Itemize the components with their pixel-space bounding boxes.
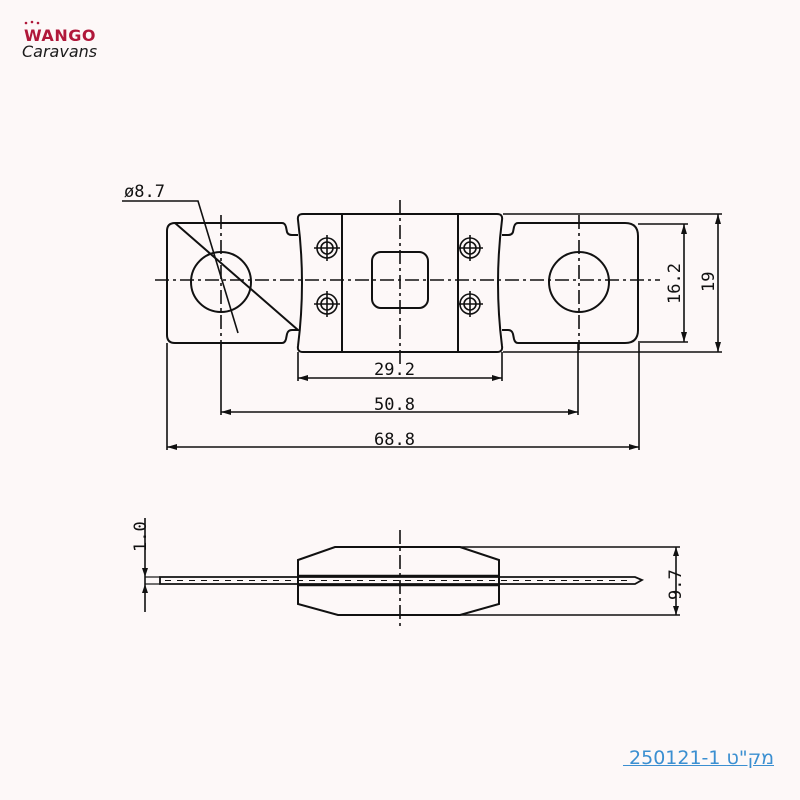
dimension-16-2: 16.2 bbox=[665, 263, 685, 304]
right-terminal-outline bbox=[502, 222, 639, 344]
left-terminal-outline bbox=[166, 221, 301, 344]
top-view bbox=[122, 200, 660, 365]
blade-strip bbox=[159, 576, 645, 585]
fuse-body-outline bbox=[296, 213, 504, 353]
side-body-outline bbox=[297, 546, 500, 616]
diameter-leader bbox=[122, 200, 239, 334]
vertical-dimensions bbox=[503, 213, 722, 353]
diameter-label: ø8.7 bbox=[124, 182, 165, 202]
dimension-50-8: 50.8 bbox=[374, 395, 415, 415]
side-view bbox=[144, 518, 680, 630]
horizontal-dimensions bbox=[166, 343, 640, 450]
screw-icons bbox=[314, 235, 483, 317]
dimension-29-2: 29.2 bbox=[374, 360, 415, 380]
logo-brand-subtitle: Caravans bbox=[22, 42, 98, 61]
logo-brand-name: WANGO bbox=[24, 26, 96, 45]
part-number-link[interactable]: 250121-1 מק"ט bbox=[622, 747, 774, 769]
dimension-1-0: 1.0 bbox=[131, 521, 151, 552]
company-logo: WANGO Caravans bbox=[22, 20, 132, 66]
dimension-9-7: 9.7 bbox=[666, 569, 686, 600]
dimension-68-8: 68.8 bbox=[374, 430, 415, 450]
dimension-19: 19 bbox=[699, 272, 719, 292]
crown-icon bbox=[24, 20, 40, 25]
